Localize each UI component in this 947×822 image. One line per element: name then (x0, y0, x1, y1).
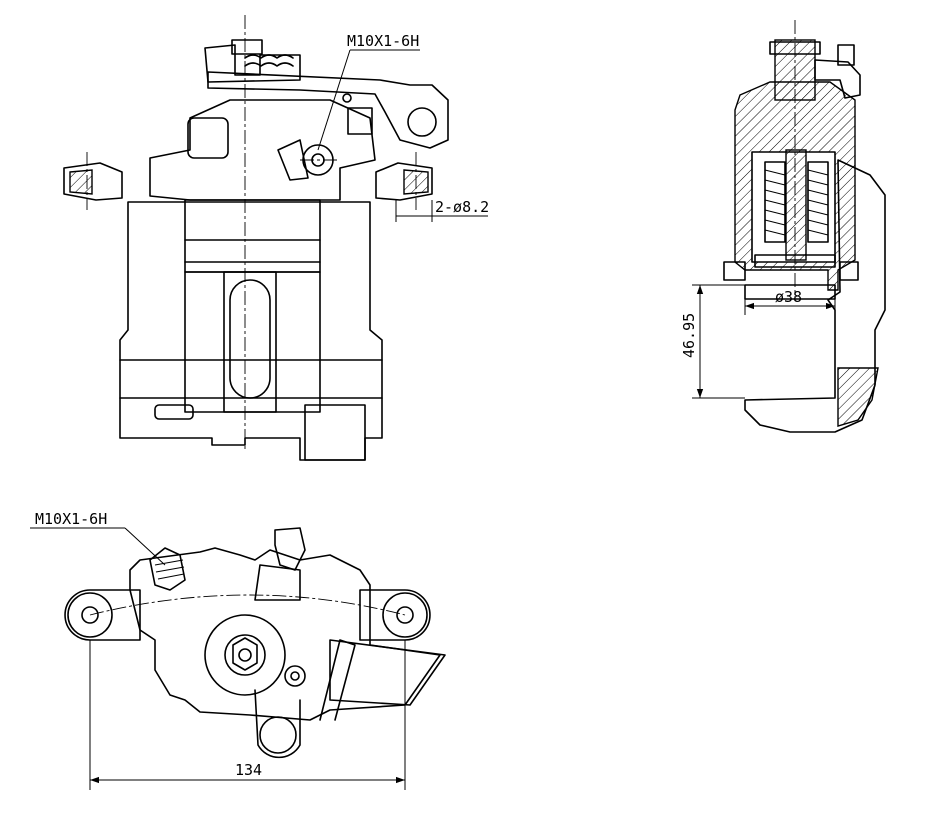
top-thread-label: M10X1-6H (347, 32, 419, 50)
section-view: ø38 46.95 (680, 20, 886, 433)
piston-diameter-label: ø38 (775, 288, 802, 306)
piston-height-label: 46.95 (680, 313, 698, 358)
hole-diameter-label: 2-ø8.2 (435, 198, 489, 216)
bottom-view: M10X1-6H 134 (30, 510, 446, 790)
bottom-thread-label: M10X1-6H (35, 510, 107, 528)
top-view: M10X1-6H 2-ø8.2 (63, 15, 489, 461)
overall-width-label: 134 (235, 761, 262, 779)
